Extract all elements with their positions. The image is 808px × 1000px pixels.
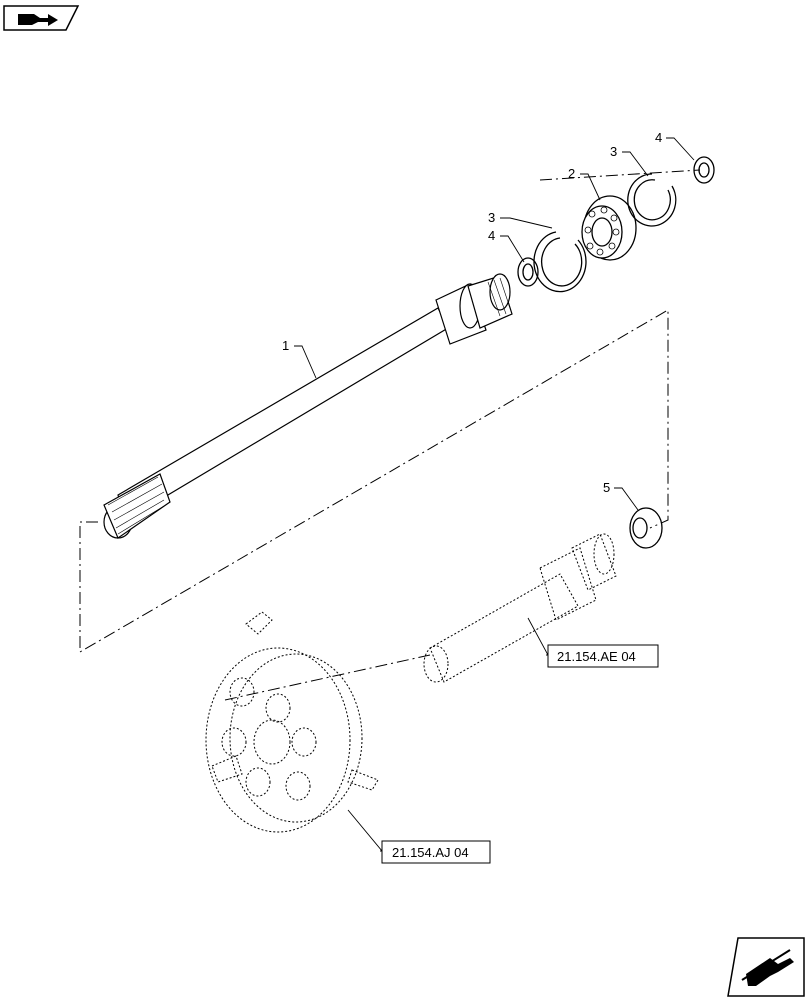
spline-left xyxy=(103,473,171,539)
ref-aj-label[interactable]: 21.154.AJ 04 xyxy=(392,845,469,860)
reference-shaft xyxy=(423,533,617,683)
callout-5: 5 xyxy=(603,480,610,495)
reference-plate xyxy=(205,611,379,833)
washer[interactable] xyxy=(629,507,663,549)
shaft[interactable] xyxy=(103,273,513,539)
callout-3-left: 3 xyxy=(488,210,495,225)
callout-2: 2 xyxy=(568,166,575,181)
callouts xyxy=(294,137,695,852)
ref-box-aj[interactable]: 21.154.AJ 04 xyxy=(381,840,491,864)
snap-ring-right[interactable] xyxy=(627,173,677,227)
shaft-collar xyxy=(435,273,513,345)
bearing[interactable] xyxy=(581,195,637,261)
snap-ring-left[interactable] xyxy=(533,231,587,293)
circlip-left[interactable] xyxy=(517,257,539,287)
callout-3-right: 3 xyxy=(610,144,617,159)
ref-box-ae[interactable]: 21.154.AE 04 xyxy=(547,644,659,668)
circlip-right[interactable] xyxy=(693,156,715,184)
book-arrow-icon[interactable] xyxy=(3,5,80,31)
callout-1: 1 xyxy=(282,338,289,353)
callout-4-left: 4 xyxy=(488,228,495,243)
ref-ae-label[interactable]: 21.154.AE 04 xyxy=(557,649,636,664)
callout-4-right: 4 xyxy=(655,130,662,145)
alignment-line xyxy=(79,169,701,701)
next-page-arrow-icon[interactable] xyxy=(727,937,805,997)
